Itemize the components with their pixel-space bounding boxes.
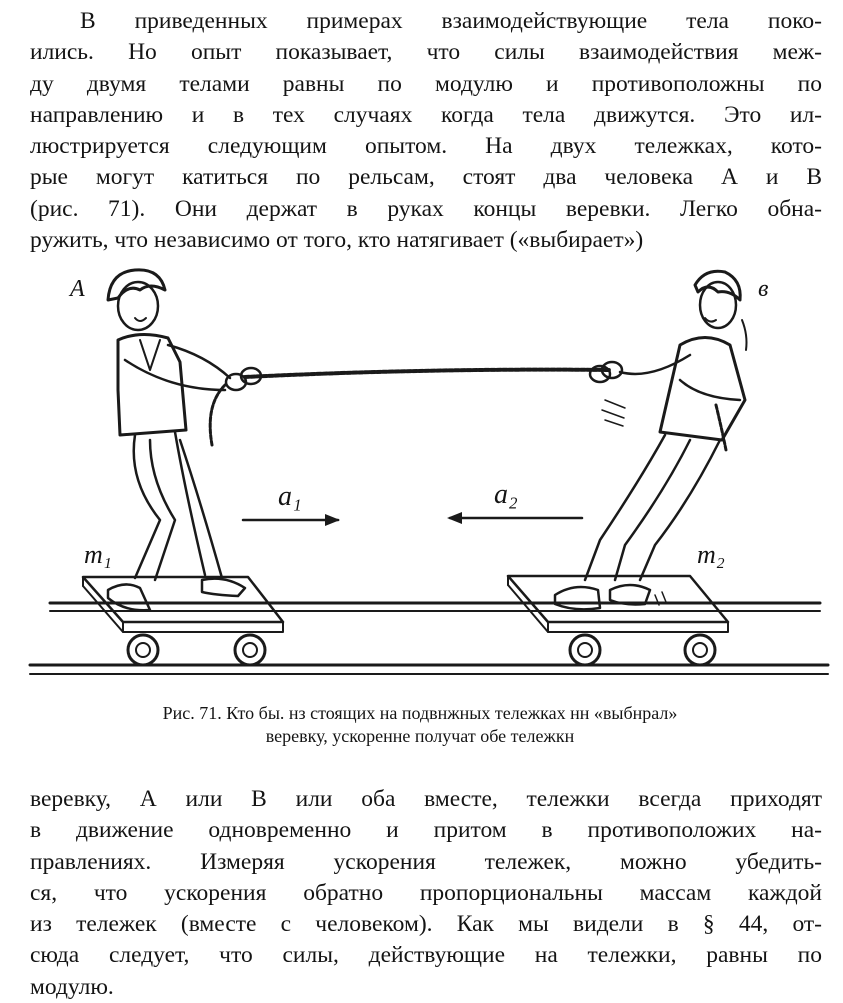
text-line: В приведенных примерах взаимодействующие… [80,8,822,34]
cart-left [81,575,285,667]
text-line: ся, что ускорения обратно пропорциональн… [30,879,822,906]
text-line: сюда следует, что силы, действующие на т… [30,942,822,969]
rope [208,367,728,452]
person-b [553,269,748,611]
text-line: из тележек (вместе с человеком). Как мы … [30,911,822,938]
caption-line: Рис. 71. Кто бы. нз стоящих на подвнжных… [162,703,678,723]
text-line: люстрируется следующим опытом. На двух т… [30,133,822,160]
caption-line: веревку, ускоренне получат обе тележкн [265,726,575,746]
text-line: направлению и в тех случаях когда тела д… [30,101,822,128]
text-line: ду двумя телами равны по модулю и против… [30,70,822,97]
figure-caption: Рис. 71. Кто бы. нз стоящих на подвнжных… [20,702,820,748]
label-accel-1: a₁ [278,481,302,512]
label-accel-2: a₂ [494,479,518,510]
text-line: в движение одновременно и притом в проти… [30,817,822,844]
label-mass-2: m₂ [697,540,725,569]
arrow-a1 [241,514,340,526]
text-line: правлениях. Измеряя ускорения тележек, м… [30,848,822,875]
figure-71-illustration: A в a₁ a₂ m₁ m₂ [28,268,830,675]
rails [28,601,830,675]
text-line: (рис. 71). Они держат в руках концы вере… [30,195,822,222]
text-line: веревку, А или В или оба вместе, тележки… [30,786,822,812]
label-person-b: в [758,276,768,302]
person-a [106,268,263,612]
text-line: ились. Но опыт показывает, что силы взаи… [30,39,822,66]
text-line: модулю. [30,973,114,1000]
text-paragraph-bottom: веревку, А или В или оба вместе, тележки… [30,784,822,1003]
label-person-a: A [68,276,85,302]
arrow-a2 [447,512,584,524]
text-line: рые могут катиться по рельсам, стоят два… [30,164,822,191]
text-line: ружить, что независимо от того, кто натя… [30,227,644,254]
text-paragraph-top: В приведенных примерах взаимодействующие… [30,6,822,256]
cart-right [506,574,730,667]
label-mass-1: m₁ [84,540,112,569]
